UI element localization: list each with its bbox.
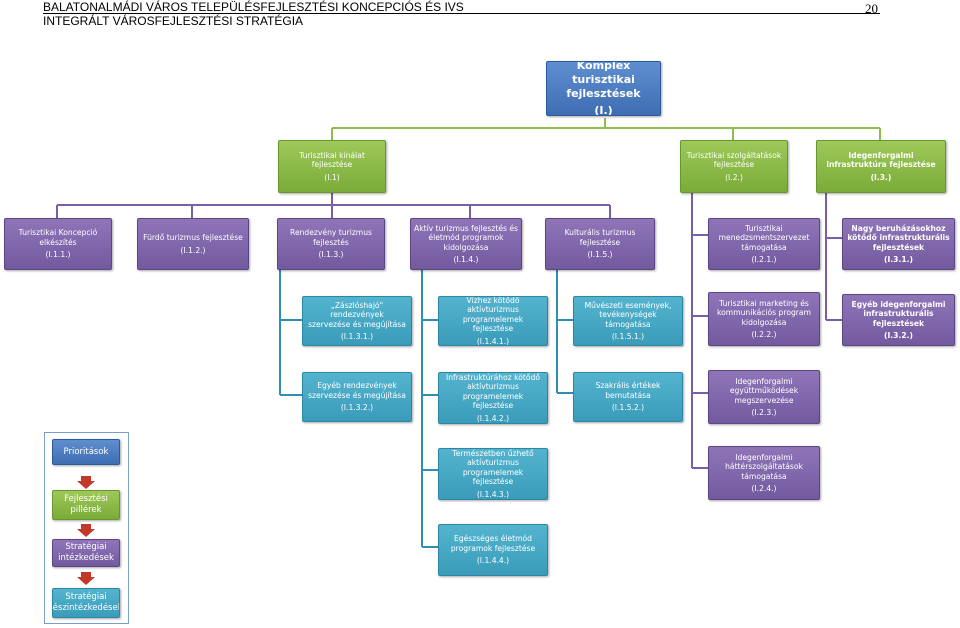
pillar-title: Idegenforgalmi infrastruktúra fejlesztés…: [826, 150, 936, 170]
measure-box-I14: Aktív turizmus fejlesztés és életmód pro…: [410, 218, 522, 270]
legend-label: Stratégiai intézkedések: [58, 542, 114, 563]
measure-box-I15: Kulturális turizmus fejlesztése (I.1.5.): [545, 218, 655, 270]
measure-title: Turisztikai Koncepció elkészítés: [18, 228, 98, 247]
measure-code: (I.3.1.): [884, 255, 913, 264]
submeasure-title: Szakrális értékek bemutatása: [595, 381, 661, 400]
connector-pillar3: [825, 193, 842, 321]
measure-box-I11: Turisztikai Koncepció elkészítés (I.1.1.…: [4, 218, 112, 270]
submeasure-title: Művészeti események, tevékenységek támog…: [584, 300, 672, 329]
measure-title: Nagy beruházásokhoz kötődő infrastruktur…: [847, 223, 950, 252]
priority-code: (I.): [594, 104, 613, 116]
measure-title: Egyéb idegenforgalmi infrastrukturális f…: [851, 299, 946, 328]
measure-code: (I.2.4.): [751, 484, 777, 493]
pillar-title: Turisztikai kínálat fejlesztése: [299, 150, 365, 170]
submeasure-code: (I.1.5.1.): [611, 332, 645, 341]
connector-pillar2: [691, 193, 708, 469]
measure-code: (I.2.1.): [751, 255, 777, 264]
pillar-box-I3: Idegenforgalmi infrastruktúra fejlesztés…: [816, 140, 946, 193]
submeasure-code: (I.1.4.3.): [476, 489, 510, 499]
submeasure-title: Egyéb rendezvények szervezése és megújít…: [308, 381, 406, 400]
measure-title: Aktív turizmus fejlesztés és életmód pro…: [414, 223, 519, 252]
connector-measure114: [421, 270, 438, 548]
submeasure-title: Infrastruktúrához kötődő aktívturizmus p…: [445, 372, 541, 411]
legend-priority: Prioritások: [52, 439, 120, 465]
legend-submeasure: Stratégiai részintézkedések: [52, 588, 120, 618]
header-title-line2: INTEGRÁLT VÁROSFEJLESZTÉSI STRATÉGIA: [43, 14, 304, 28]
legend-label: Fejlesztési pillérek: [64, 494, 108, 515]
submeasure-box-I141: Vízhez kötődő aktívturizmus programeleme…: [438, 296, 548, 346]
pillar-code: (I.3.): [870, 172, 892, 182]
connector-measure115: [556, 270, 573, 394]
measure-code: (I.2.3.): [751, 408, 777, 417]
pillar-title: Turisztikai szolgáltatások fejlesztése: [686, 150, 782, 170]
pillar-code: (I.1): [324, 172, 340, 182]
submeasure-box-I132: Egyéb rendezvények szervezése és megújít…: [302, 372, 412, 422]
header-rule: [43, 13, 880, 14]
legend-label: Stratégiai részintézkedések: [52, 592, 120, 613]
priority-title: Komplex turisztikai fejlesztések: [566, 61, 641, 100]
legend-arrows: [77, 476, 95, 585]
submeasure-code: (I.1.3.1.): [340, 332, 374, 341]
submeasure-code: (I.1.4.4.): [476, 556, 510, 566]
pillar-box-I1: Turisztikai kínálat fejlesztése (I.1): [278, 140, 386, 193]
measure-box-I12: Fürdő turizmus fejlesztése (I.1.2.): [137, 218, 249, 270]
measure-box-I31: Nagy beruházásokhoz kötődő infrastruktur…: [842, 218, 955, 270]
header-title-line1: BALATONALMÁDI VÁROS TELEPÜLÉSFEJLESZTÉSI…: [43, 0, 464, 14]
connector-pillar1-measures: [56, 193, 611, 218]
submeasure-code: (I.1.5.2.): [611, 403, 645, 413]
measure-title: Fürdő turizmus fejlesztése: [143, 233, 243, 242]
pillar-code: (I.2.): [725, 172, 743, 182]
measure-code: (I.1.1.): [45, 250, 71, 260]
submeasure-box-I131: „Zászlóshajó" rendezvények szervezése és…: [302, 296, 412, 346]
legend-label: Prioritások: [63, 446, 109, 457]
measure-code: (I.1.3.): [318, 250, 344, 260]
submeasure-box-I151: Művészeti események, tevékenységek támog…: [573, 296, 683, 346]
measure-title: Idegenforgalmi együttműködések megszerve…: [729, 376, 799, 405]
measure-box-I23: Idegenforgalmi együttműködések megszerve…: [708, 370, 820, 424]
submeasure-title: „Zászlóshajó" rendezvények szervezése és…: [308, 300, 406, 329]
measure-box-I24: Idegenforgalmi háttérszolgáltatások támo…: [708, 446, 820, 500]
measure-title: Turisztikai marketing és kommunikációs p…: [717, 298, 811, 327]
measure-title: Kulturális turizmus fejlesztése: [564, 228, 636, 247]
connector-measure113: [279, 270, 302, 396]
measure-code: (I.2.2.): [751, 330, 777, 339]
submeasure-code: (I.1.4.1.): [476, 336, 510, 346]
legend-pillar: Fejlesztési pillérek: [52, 490, 120, 520]
submeasure-title: Természetben űzhető aktívturizmus progra…: [452, 448, 534, 487]
measure-title: Idegenforgalmi háttérszolgáltatások támo…: [725, 452, 803, 481]
submeasure-code: (I.1.3.2.): [340, 403, 374, 413]
submeasure-box-I142: Infrastruktúrához kötődő aktívturizmus p…: [438, 372, 548, 424]
measure-box-I21: Turisztikai menedzsmentszervezet támogat…: [708, 218, 820, 270]
pillar-box-I2: Turisztikai szolgáltatások fejlesztése (…: [680, 140, 788, 193]
priority-box-I: Komplex turisztikai fejlesztések (I.): [546, 61, 661, 116]
page-number: 20: [865, 1, 878, 16]
legend-measure: Stratégiai intézkedések: [52, 539, 120, 567]
measure-code: (I.1.2.): [180, 245, 206, 255]
measure-code: (I.1.4.): [453, 255, 479, 264]
submeasure-title: Vízhez kötődő aktívturizmus programeleme…: [462, 296, 524, 334]
submeasure-box-I143: Természetben űzhető aktívturizmus progra…: [438, 448, 548, 500]
measure-box-I13: Rendezvény turizmus fejlesztés (I.1.3.): [277, 218, 385, 270]
measure-title: Rendezvény turizmus fejlesztés: [290, 228, 372, 247]
measure-title: Turisztikai menedzsmentszervezet támogat…: [718, 223, 810, 252]
submeasure-code: (I.1.4.2.): [476, 413, 510, 423]
submeasure-title: Egészséges életmód programok fejlesztése: [450, 534, 536, 553]
measure-code: (I.3.2.): [884, 331, 913, 340]
submeasure-box-I144: Egészséges életmód programok fejlesztése…: [438, 524, 548, 576]
legend: [44, 432, 129, 624]
measure-code: (I.1.5.): [587, 250, 613, 260]
submeasure-box-I152: Szakrális értékek bemutatása (I.1.5.2.): [573, 372, 683, 422]
measure-box-I22: Turisztikai marketing és kommunikációs p…: [708, 292, 820, 346]
measure-box-I32: Egyéb idegenforgalmi infrastrukturális f…: [842, 294, 955, 346]
connector-root-pillars: [331, 118, 881, 140]
